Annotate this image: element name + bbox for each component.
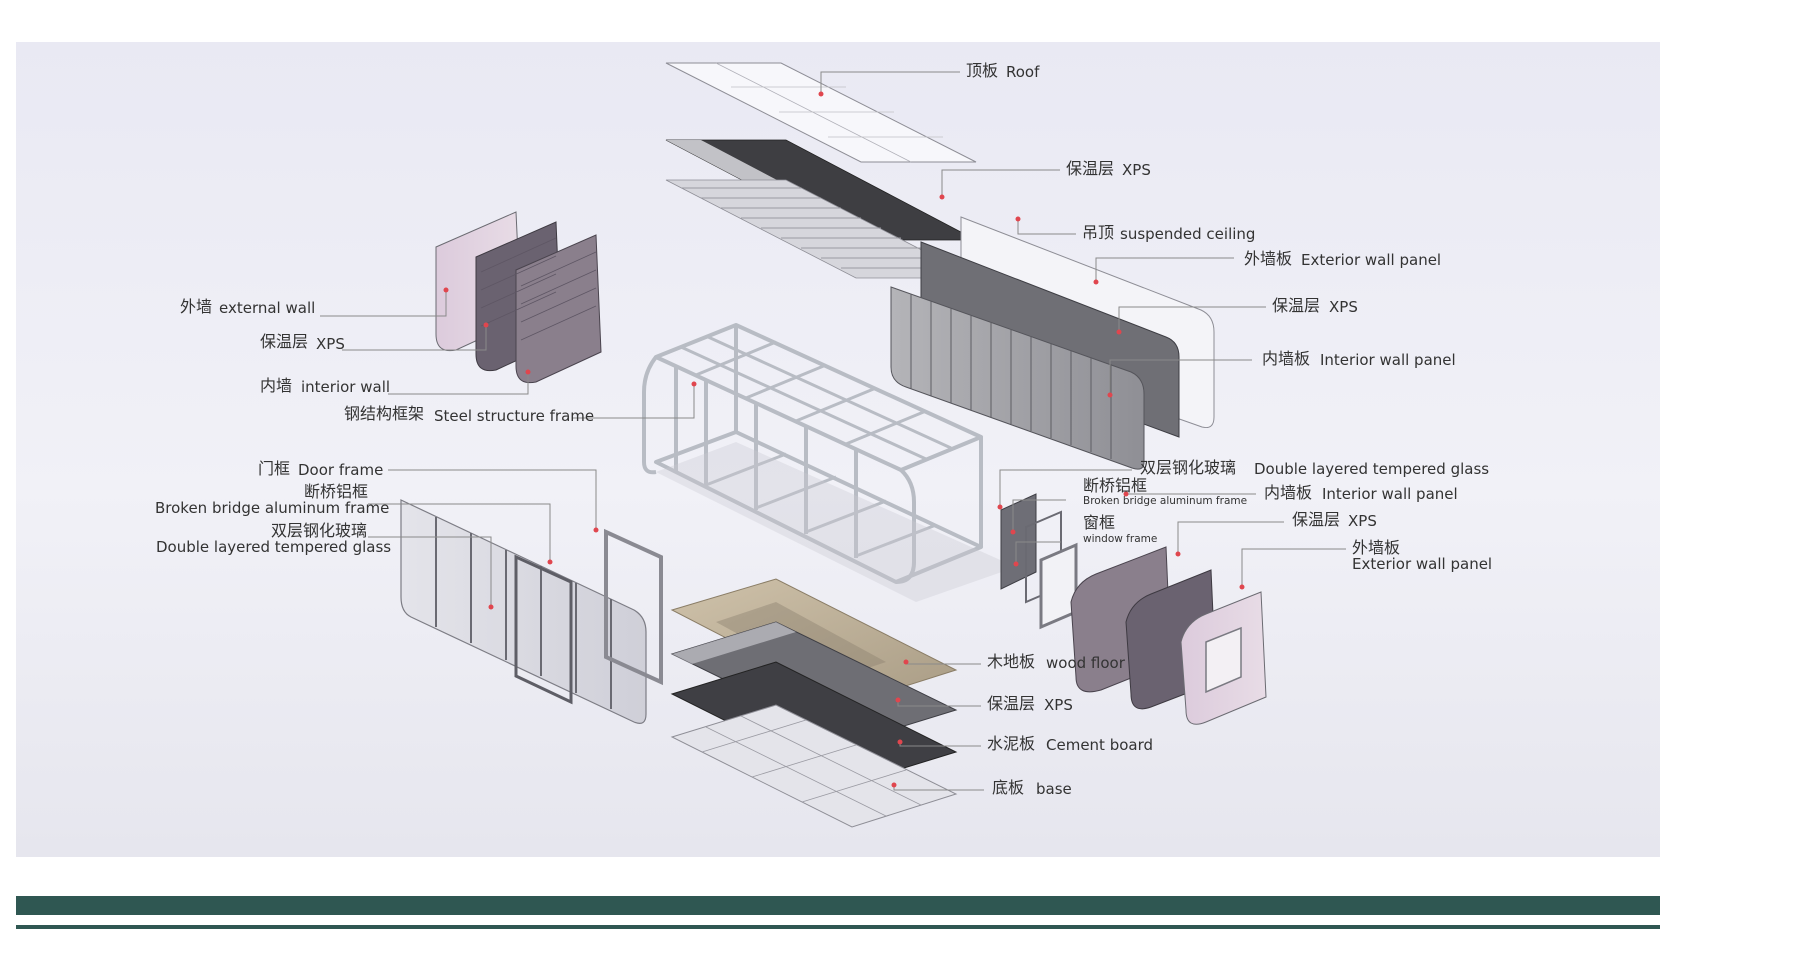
label-wood-floor: 木地板 wood floor: [987, 652, 1126, 672]
label-left-glass: 双层钢化玻璃 Double layered tempered glass: [156, 521, 391, 556]
label-roof: 顶板 Roof: [966, 61, 1040, 81]
svg-text:门框: 门框: [258, 459, 290, 478]
label-end-xps: 保温层 XPS: [1292, 510, 1377, 530]
svg-text:外墙板: 外墙板: [1352, 538, 1400, 557]
svg-text:断桥铝框: 断桥铝框: [304, 482, 368, 501]
label-base: 底板 base: [992, 778, 1072, 798]
svg-text:window frame: window frame: [1083, 533, 1157, 545]
base-grid-lines: [701, 715, 922, 817]
svg-text:双层钢化玻璃: 双层钢化玻璃: [1140, 458, 1236, 477]
svg-text:内墙: 内墙: [260, 376, 292, 395]
svg-text:external wall: external wall: [219, 299, 315, 317]
label-cement-board: 水泥板 Cement board: [987, 734, 1153, 754]
label-end-glass: 双层钢化玻璃 Double layered tempered glass: [1140, 458, 1489, 478]
svg-text:XPS: XPS: [316, 335, 345, 353]
svg-text:base: base: [1036, 780, 1072, 798]
svg-text:保温层: 保温层: [1272, 296, 1320, 315]
svg-text:Roof: Roof: [1006, 63, 1040, 81]
glass-wall-mullions: [435, 517, 612, 709]
svg-text:XPS: XPS: [1044, 696, 1073, 714]
double-layered-tempered-glass-wall: [400, 499, 647, 724]
door-frame: [604, 528, 663, 686]
svg-text:Steel structure frame: Steel structure frame: [434, 407, 594, 425]
svg-text:Double layered tempered glass: Double layered tempered glass: [1254, 460, 1489, 478]
svg-text:断桥铝框: 断桥铝框: [1083, 476, 1147, 495]
label-end-exterior-wall-panel: 外墙板 Exterior wall panel: [1352, 538, 1492, 573]
svg-text:XPS: XPS: [1329, 298, 1358, 316]
svg-text:Broken bridge aluminum frame: Broken bridge aluminum frame: [155, 499, 389, 517]
svg-text:双层钢化玻璃: 双层钢化玻璃: [271, 521, 367, 540]
label-end-broken-bridge: 断桥铝框 Broken bridge aluminum frame: [1083, 476, 1247, 507]
svg-text:顶板: 顶板: [966, 61, 998, 80]
svg-text:内墙板: 内墙板: [1264, 483, 1312, 502]
label-end-interior-wall-panel: 内墙板 Interior wall panel: [1264, 483, 1458, 503]
svg-text:保温层: 保温层: [1292, 510, 1340, 529]
svg-text:保温层: 保温层: [260, 332, 308, 351]
svg-text:Door frame: Door frame: [298, 461, 383, 479]
svg-text:水泥板: 水泥板: [987, 734, 1035, 753]
svg-text:外墙板: 外墙板: [1244, 249, 1292, 268]
window-frame: [1039, 542, 1078, 630]
svg-text:外墙: 外墙: [180, 297, 212, 316]
label-left-xps: 保温层 XPS: [260, 332, 345, 353]
svg-text:木地板: 木地板: [987, 652, 1035, 671]
broken-bridge-aluminum-frame: [514, 554, 573, 705]
exploded-container-diagram: 顶板 Roof 保温层 XPS 吊顶 suspended ceiling 外墙板…: [16, 42, 1660, 857]
svg-text:保温层: 保温层: [987, 694, 1035, 713]
svg-text:suspended ceiling: suspended ceiling: [1120, 225, 1255, 243]
label-right-interior-wall-panel: 内墙板 Interior wall panel: [1262, 349, 1456, 369]
left-end-wall-group: [435, 211, 602, 384]
svg-text:XPS: XPS: [1348, 512, 1377, 530]
label-roof-xps: 保温层 XPS: [1066, 159, 1151, 179]
svg-text:Exterior wall panel: Exterior wall panel: [1352, 555, 1492, 573]
labels: 顶板 Roof 保温层 XPS 吊顶 suspended ceiling 外墙板…: [155, 61, 1492, 798]
label-door-frame: 门框 Door frame: [258, 459, 383, 479]
footer-accent-bar: [16, 896, 1660, 915]
label-interior-wall: 内墙 interior wall: [260, 376, 390, 396]
svg-text:interior wall: interior wall: [301, 378, 390, 396]
svg-text:Exterior wall panel: Exterior wall panel: [1301, 251, 1441, 269]
front-glass-wall-group: [400, 499, 663, 724]
steel-structure-frame: [642, 323, 983, 584]
svg-text:Interior wall panel: Interior wall panel: [1322, 485, 1458, 503]
svg-text:内墙板: 内墙板: [1262, 349, 1310, 368]
label-left-broken-bridge: 断桥铝框 Broken bridge aluminum frame: [155, 482, 389, 517]
marker-dots: [443, 91, 1245, 788]
svg-text:吊顶: 吊顶: [1082, 223, 1114, 242]
svg-text:wood floor: wood floor: [1046, 654, 1126, 672]
label-right-exterior-wall-panel: 外墙板 Exterior wall panel: [1244, 249, 1441, 269]
svg-text:Broken bridge aluminum frame: Broken bridge aluminum frame: [1083, 495, 1247, 507]
svg-text:底板: 底板: [992, 778, 1024, 797]
interior-wall-panel: [515, 234, 602, 384]
label-floor-xps: 保温层 XPS: [987, 694, 1073, 714]
svg-text:Cement board: Cement board: [1046, 736, 1153, 754]
svg-text:XPS: XPS: [1122, 161, 1151, 179]
diagram-canvas: 顶板 Roof 保温层 XPS 吊顶 suspended ceiling 外墙板…: [16, 42, 1660, 857]
label-suspended-ceiling: 吊顶 suspended ceiling: [1082, 223, 1255, 243]
footer-accent-line: [16, 925, 1660, 929]
right-side-wall-group: [890, 216, 1215, 470]
left-wall-ribs: [480, 237, 597, 341]
svg-text:Interior wall panel: Interior wall panel: [1320, 351, 1456, 369]
right-wall-ribs: [910, 294, 1112, 459]
svg-text:Double layered tempered glass: Double layered tempered glass: [156, 538, 391, 556]
label-window-frame: 窗框 window frame: [1083, 513, 1157, 545]
svg-text:钢结构框架: 钢结构框架: [344, 404, 424, 423]
label-external-wall: 外墙 external wall: [180, 297, 315, 317]
svg-text:窗框: 窗框: [1083, 513, 1115, 532]
end-window-opening: [1205, 626, 1242, 694]
label-steel-frame: 钢结构框架 Steel structure frame: [344, 404, 594, 425]
base-layer: [670, 704, 958, 828]
frame-shadow: [656, 442, 1016, 602]
label-right-xps: 保温层 XPS: [1272, 296, 1358, 316]
floor-group: [670, 578, 958, 828]
window-end-wall-group: [1000, 493, 1267, 725]
right-interior-wall-panel: [890, 286, 1145, 470]
svg-text:保温层: 保温层: [1066, 159, 1114, 178]
